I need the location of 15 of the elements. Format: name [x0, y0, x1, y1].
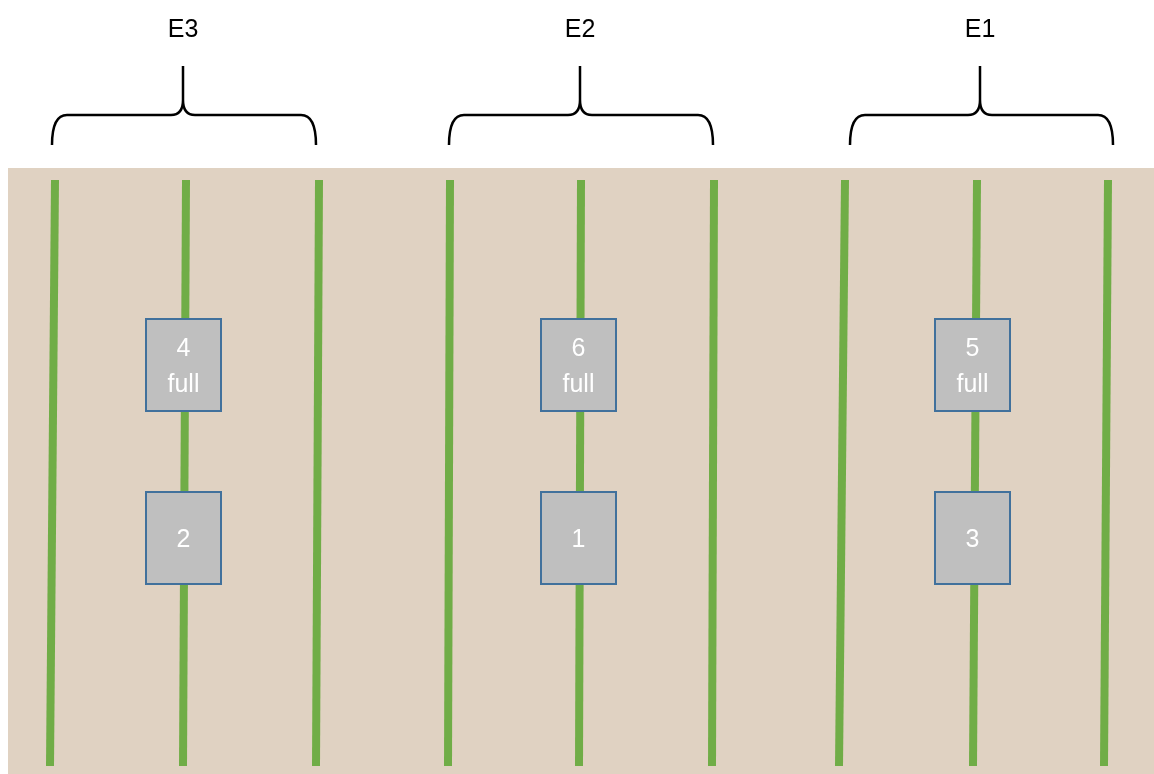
label-box: [540, 318, 617, 412]
box-text: 1: [570, 522, 587, 554]
label-box: [145, 318, 222, 412]
box-text: 2: [175, 522, 192, 554]
box-text: 3: [964, 522, 981, 554]
box-text: 6 full: [561, 331, 596, 399]
box-text: 4 full: [166, 331, 201, 399]
group-label: E3: [167, 14, 199, 43]
label-box: [934, 318, 1011, 412]
label-box: [934, 491, 1011, 585]
label-box: [145, 491, 222, 585]
label-box: [540, 491, 617, 585]
group-label: E1: [964, 14, 996, 43]
box-text: 5 full: [955, 331, 990, 399]
group-label: E2: [564, 14, 596, 43]
